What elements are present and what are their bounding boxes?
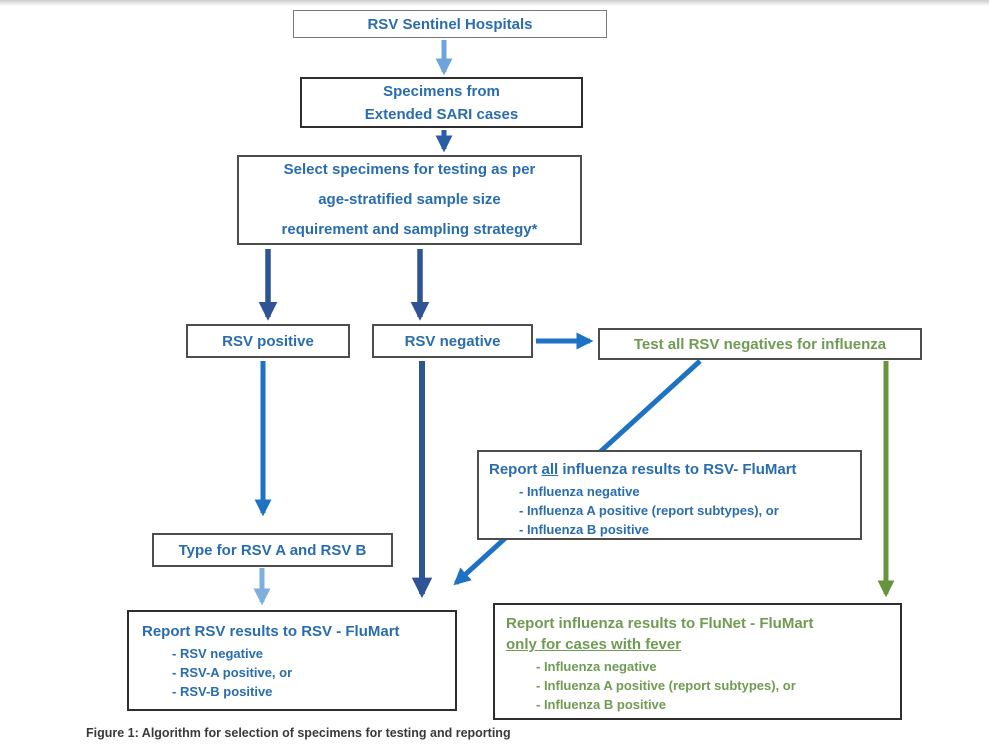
heading-underlined-word: all bbox=[541, 461, 559, 478]
box-label-line1: Select specimens for testing as per bbox=[283, 161, 536, 178]
bullet-item: - RSV-A positive, or bbox=[172, 665, 293, 680]
box-label: Type for RSV A and RSV B bbox=[178, 541, 367, 559]
box-label-line2: age-stratified sample size bbox=[318, 191, 501, 208]
heading-text: Report bbox=[489, 461, 542, 478]
bullet-item: - Influenza negative bbox=[519, 484, 640, 499]
report-all-influenza-heading: Report all influenza results to RSV- Flu… bbox=[489, 459, 797, 482]
box-label: RSV positive bbox=[222, 332, 314, 350]
box-specimens-extended-sari: Specimens from Extended SARI cases bbox=[300, 77, 583, 128]
bullet-item: - RSV negative bbox=[172, 646, 264, 661]
bullet-item: - Influenza negative bbox=[536, 659, 657, 674]
bullet-item: - Influenza B positive bbox=[519, 522, 650, 537]
box-type-rsv-a-b: Type for RSV A and RSV B bbox=[152, 533, 393, 567]
box-label: RSV Sentinel Hospitals bbox=[367, 15, 533, 33]
bullet-item: - Influenza A positive (report subtypes)… bbox=[519, 503, 779, 518]
report-rsv-heading: Report RSV results to RSV - FluMart bbox=[142, 623, 400, 640]
box-label-line3: requirement and sampling strategy* bbox=[281, 221, 538, 238]
report-flunet-heading-line2: only for cases with fever bbox=[506, 636, 682, 653]
report-flunet-heading-line1: Report influenza results to FluNet - Flu… bbox=[506, 615, 814, 632]
box-label-line1: Specimens from bbox=[383, 82, 500, 100]
box-label: RSV negative bbox=[404, 332, 501, 350]
page-top-edge bbox=[0, 0, 989, 6]
box-test-all-rsv-negatives: Test all RSV negatives for influenza bbox=[598, 328, 922, 360]
box-report-rsv-results: Report RSV results to RSV - FluMart - RS… bbox=[127, 610, 457, 711]
box-rsv-negative: RSV negative bbox=[372, 324, 533, 358]
box-label-line2: Extended SARI cases bbox=[364, 105, 519, 123]
box-report-flunet-flumart: Report influenza results to FluNet - Flu… bbox=[493, 603, 902, 720]
box-rsv-sentinel-hospitals: RSV Sentinel Hospitals bbox=[293, 10, 607, 38]
figure-caption: Figure 1: Algorithm for selection of spe… bbox=[86, 726, 511, 740]
bullet-item: - Influenza B positive bbox=[536, 697, 667, 712]
box-report-all-influenza: Report all influenza results to RSV- Flu… bbox=[477, 450, 862, 540]
bullet-item: - RSV-B positive bbox=[172, 684, 273, 699]
heading-text: influenza results to RSV- FluMart bbox=[558, 461, 797, 478]
bullet-item: - Influenza A positive (report subtypes)… bbox=[536, 678, 796, 693]
box-label: Test all RSV negatives for influenza bbox=[633, 335, 887, 353]
box-select-specimens: Select specimens for testing as per age-… bbox=[237, 155, 582, 245]
box-rsv-positive: RSV positive bbox=[186, 324, 350, 358]
